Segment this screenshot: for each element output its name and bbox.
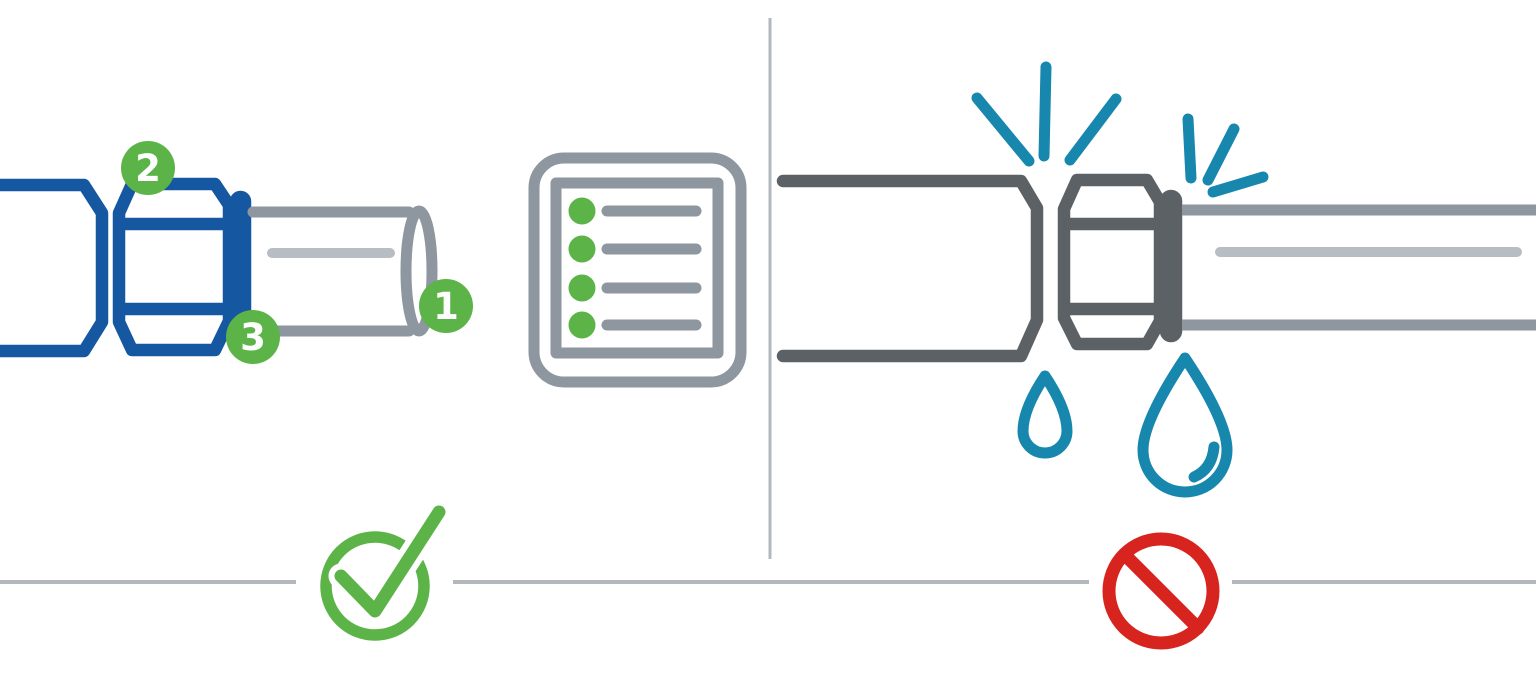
spark-line (971, 92, 1035, 167)
blue-union-nut-fitting-icon (0, 177, 252, 358)
right-panel (776, 61, 1536, 498)
callout-3: 3 (226, 310, 280, 364)
checklist-bullets (568, 197, 596, 339)
spark-line (1207, 171, 1269, 198)
spark-line (1038, 61, 1052, 162)
left-panel: 1 2 3 (0, 141, 747, 388)
drop-small-outline (1017, 370, 1073, 459)
checklist-outer-frame (528, 152, 747, 388)
blue-pipe-body (0, 178, 109, 358)
checkmark-ring (320, 531, 430, 641)
checklist-bullet (568, 197, 596, 225)
gray-nut-collar (1159, 189, 1183, 343)
prohibited-ring (1102, 532, 1220, 650)
stress-spark-icon (971, 61, 1269, 198)
water-drop-large-icon (1137, 352, 1233, 498)
gray-pipe-body (776, 174, 1044, 363)
callout-2-badge (121, 141, 175, 195)
pipe-mouth-ellipse (400, 205, 438, 337)
spark-line (1064, 93, 1122, 166)
callout-1-badge (419, 279, 473, 333)
checklist-bullet (568, 311, 596, 339)
checkmark-circle-icon (320, 499, 452, 641)
water-drop-small-icon (1017, 370, 1073, 459)
thin-pipe (1182, 204, 1536, 331)
callout-1-label: 1 (433, 285, 459, 328)
prohibited-circle-icon (1102, 532, 1220, 650)
checklist-inner-frame (550, 177, 724, 359)
callout-2-label: 2 (135, 147, 161, 190)
gray-nut-body (1057, 173, 1167, 351)
blue-nut-body (112, 177, 236, 357)
checkmark-tick (334, 505, 446, 618)
gray-union-nut-fitting-icon (776, 173, 1536, 363)
callout-1: 1 (419, 279, 473, 333)
checklist-icon (528, 152, 747, 388)
checklist-bullet (568, 274, 596, 302)
callout-2: 2 (121, 141, 175, 195)
callout-3-badge (226, 310, 280, 364)
spark-line (1202, 123, 1240, 186)
pipe-end-icon (247, 205, 438, 337)
spark-line (1182, 113, 1197, 184)
drop-large-outline (1137, 352, 1233, 498)
callout-3-label: 3 (240, 316, 266, 359)
drop-large-highlight (1188, 441, 1220, 483)
checklist-bullet (568, 235, 596, 263)
prohibited-slash (1118, 548, 1205, 635)
checklist-lines (601, 205, 702, 331)
